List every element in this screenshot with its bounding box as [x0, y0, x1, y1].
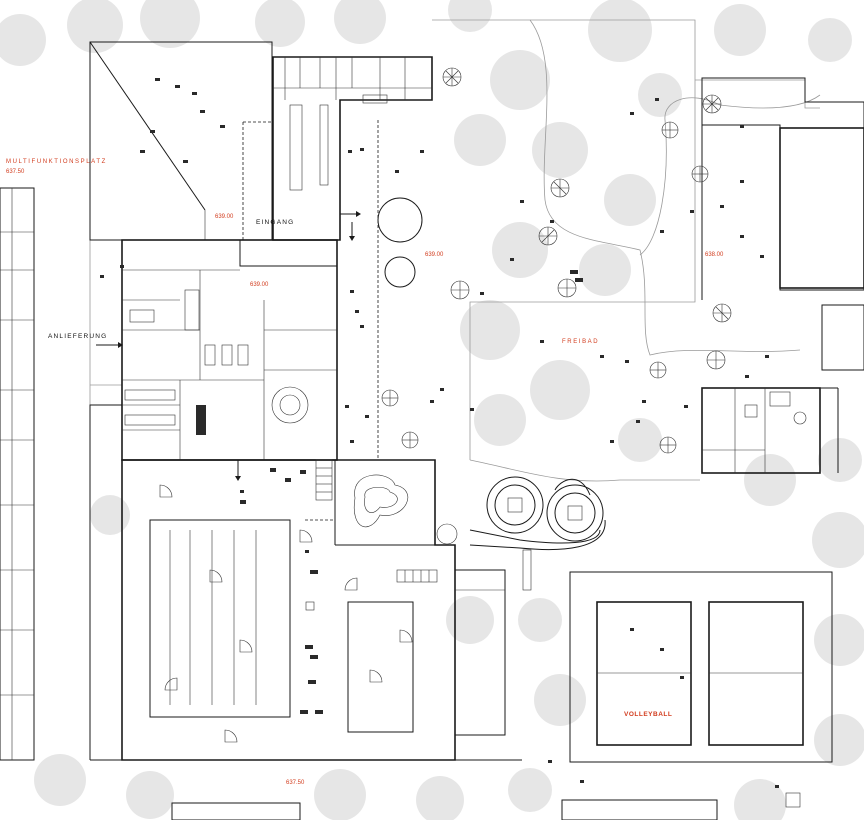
- tree-canopy-icon: [140, 0, 200, 48]
- tree-canopy-icon: [474, 394, 526, 446]
- tree-canopy-icon: [34, 754, 86, 806]
- multifunction-field: [0, 187, 35, 761]
- parasol-icon: [381, 389, 399, 407]
- parasol-icon: [401, 431, 419, 449]
- tree-canopy-icon: [492, 222, 548, 278]
- tree-canopy-icon: [448, 0, 492, 32]
- parasol-icon: [702, 94, 722, 114]
- level-south: 637.50: [286, 780, 305, 786]
- arrow-right-icon: [96, 342, 123, 348]
- water-slide: [469, 476, 606, 550]
- multifunction-field-label: MULTIFUNKTIONSPLATZ: [6, 159, 107, 165]
- arrow-right-icon: [340, 211, 361, 217]
- parasol-icon: [661, 121, 679, 139]
- tree-canopy-icon: [744, 454, 796, 506]
- tree-canopy-icon: [714, 4, 766, 56]
- tree-canopy-icon: [490, 50, 550, 110]
- parasol-icon: [442, 67, 462, 87]
- volleyball-courts: [569, 571, 833, 763]
- tree-canopy-icon: [126, 771, 174, 819]
- tree-canopy-icon: [814, 714, 864, 766]
- lawn-features: [377, 197, 423, 288]
- volleyball-label: VOLLEYBALL: [624, 711, 672, 718]
- tree-canopy-icon: [460, 300, 520, 360]
- tree-canopy-icon: [454, 114, 506, 166]
- level-entrance-a: 639.00: [215, 214, 234, 220]
- freibad-label: FREIBAD: [562, 339, 599, 345]
- parasol-icon: [706, 350, 726, 370]
- tree-canopy-icon: [334, 0, 386, 44]
- parasol-icon: [649, 361, 667, 379]
- tree-canopy-icon: [808, 18, 852, 62]
- east-buildings: [701, 304, 864, 474]
- tree-canopy-icon: [534, 674, 586, 726]
- scattered-furniture: [100, 78, 779, 788]
- tree-canopy-icon: [67, 0, 123, 53]
- level-pool-east: 638.00: [705, 252, 724, 258]
- tree-canopy-icon: [734, 779, 786, 820]
- tree-canopy-icon: [518, 598, 562, 642]
- tree-canopy-icon: [604, 174, 656, 226]
- tree-canopy-icon: [446, 596, 494, 644]
- tree-canopy-icon: [530, 360, 590, 420]
- south-edge: [89, 404, 801, 820]
- tree-canopy-icon: [314, 769, 366, 820]
- tree-canopy-icon: [508, 768, 552, 812]
- tree-canopy-icon: [90, 495, 130, 535]
- multifunction-field-level: 637.50: [6, 169, 25, 175]
- outdoor-pool: [701, 77, 864, 300]
- parasol-icon: [450, 280, 470, 300]
- parasols: [381, 67, 732, 454]
- parasol-icon: [659, 436, 677, 454]
- east-annex: [454, 549, 532, 736]
- level-lawn: 639.00: [425, 252, 444, 258]
- parasol-icon: [538, 226, 558, 246]
- tree-canopy-icon: [532, 122, 588, 178]
- parasol-icon: [557, 278, 577, 298]
- arrow-down-icon: [349, 222, 355, 241]
- tree-canopy-icon: [0, 14, 46, 66]
- tree-canopy-icon: [812, 512, 864, 568]
- tree-canopy-icon: [638, 73, 682, 117]
- tree-canopy-icon: [618, 418, 662, 462]
- tree-canopy-icon: [416, 776, 464, 820]
- dashed-paths: [242, 120, 379, 521]
- parasol-icon: [691, 165, 709, 183]
- entrance-label: EINGANG: [256, 219, 294, 226]
- parasol-icon: [550, 178, 570, 198]
- level-entrance-b: 639.00: [250, 282, 269, 288]
- arrow-down-icon: [235, 460, 241, 481]
- tree-canopy-icon: [255, 0, 305, 47]
- tree-canopy-icon: [814, 614, 864, 666]
- tree-canopy-icon: [579, 244, 631, 296]
- site-boundaries: [89, 19, 821, 482]
- tree-canopy-icon: [588, 0, 652, 62]
- parasol-icon: [712, 303, 732, 323]
- tree-canopy-icon: [818, 438, 862, 482]
- delivery-label: ANLIEFERUNG: [48, 333, 107, 340]
- north-field: [89, 41, 273, 241]
